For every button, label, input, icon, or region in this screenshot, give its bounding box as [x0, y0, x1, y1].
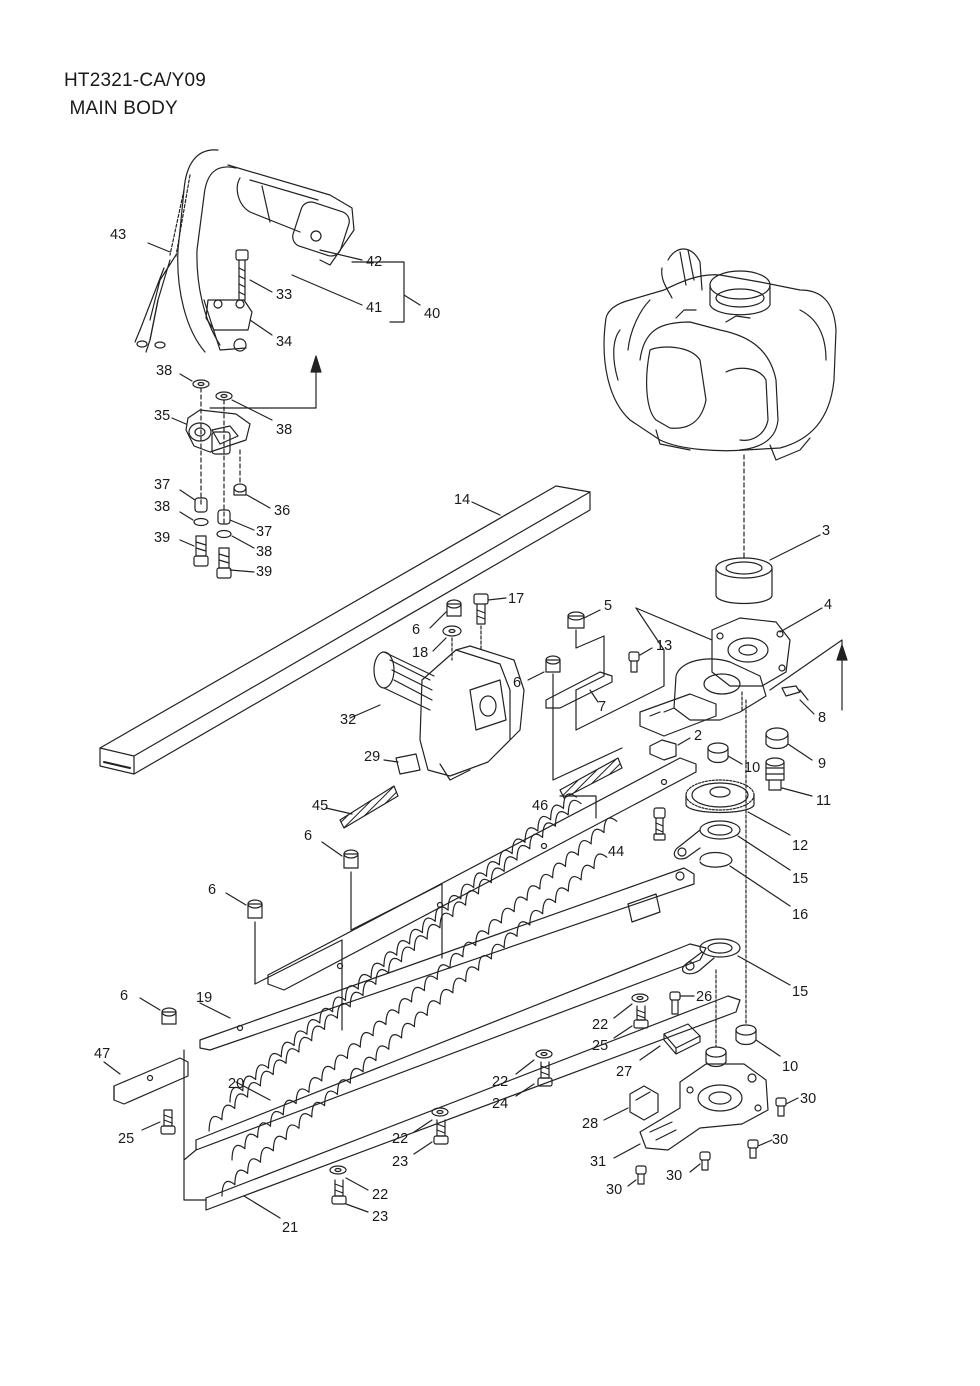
part-label-30: 30 [800, 1091, 816, 1107]
part-label-15: 15 [792, 871, 808, 887]
part-label-37: 37 [256, 524, 272, 540]
rear-handle-assembly [134, 149, 355, 353]
part-label-47: 47 [94, 1046, 110, 1062]
part-label-10: 10 [782, 1059, 798, 1075]
part-label-2: 2 [694, 728, 702, 744]
part-label-19: 19 [196, 990, 212, 1006]
part-label-34: 34 [276, 334, 292, 350]
part-label-39: 39 [256, 564, 272, 580]
part-label-21: 21 [282, 1220, 298, 1236]
diagram-model-title: HT2321-CA/Y09 [64, 70, 207, 91]
part-label-11: 11 [816, 793, 831, 809]
part-label-17: 17 [508, 591, 524, 607]
part-label-24: 24 [492, 1096, 508, 1112]
engine-unit [603, 248, 837, 461]
part-label-44: 44 [608, 844, 624, 860]
part-label-31: 31 [590, 1154, 606, 1170]
part-label-22: 22 [492, 1074, 508, 1090]
part-label-6: 6 [513, 675, 521, 691]
part-label-12: 12 [792, 838, 808, 854]
part-label-28: 28 [582, 1116, 598, 1132]
part-label-13: 13 [656, 638, 672, 654]
part-label-36: 36 [274, 503, 290, 519]
part-label-6: 6 [120, 988, 128, 1004]
part-label-5: 5 [604, 598, 612, 614]
part-number-labels: 43 42 40 41 33 34 38 38 35 37 36 38 37 3… [94, 227, 832, 1236]
part-label-30: 30 [606, 1182, 622, 1198]
part-label-6: 6 [304, 828, 312, 844]
part-label-6: 6 [208, 882, 216, 898]
part-label-3: 3 [822, 523, 830, 539]
part-label-25: 25 [118, 1131, 134, 1147]
part-label-20: 20 [228, 1076, 244, 1092]
part-label-4: 4 [824, 597, 832, 613]
part-label-22: 22 [372, 1187, 388, 1203]
part-label-33: 33 [276, 287, 292, 303]
guide-plate-19 [199, 867, 695, 1051]
part-label-14: 14 [454, 492, 470, 508]
gear-12 [685, 779, 755, 814]
part-label-35: 35 [154, 408, 170, 424]
blade-cover-14 [99, 485, 591, 775]
part-label-25: 25 [592, 1038, 608, 1054]
end-plate-47 [113, 1057, 189, 1105]
part-label-23: 23 [372, 1209, 388, 1225]
lower-gear-case-31 [639, 1063, 769, 1151]
part-label-30: 30 [772, 1132, 788, 1148]
part-label-18: 18 [412, 645, 428, 661]
blade-20 [195, 793, 707, 1151]
blade-21 [205, 817, 741, 1211]
part-label-8: 8 [818, 710, 826, 726]
part-label-46: 46 [532, 798, 548, 814]
part-label-26: 26 [696, 989, 712, 1005]
part-label-38: 38 [276, 422, 292, 438]
part-label-41: 41 [366, 300, 382, 316]
clutch-drum-3 [715, 557, 773, 605]
part-label-37: 37 [154, 477, 170, 493]
part-label-38: 38 [156, 363, 172, 379]
diagram-section-title: MAIN BODY [64, 98, 178, 119]
part-label-38: 38 [154, 499, 170, 515]
part-label-40: 40 [424, 306, 440, 322]
clamp-35 [185, 409, 251, 455]
part-label-45: 45 [312, 798, 328, 814]
part-label-9: 9 [818, 756, 826, 772]
gear-case-4 [639, 617, 791, 737]
bolts-39 [193, 535, 232, 579]
part-label-38: 38 [256, 544, 272, 560]
part-label-29: 29 [364, 749, 380, 765]
part-label-23: 23 [392, 1154, 408, 1170]
part-label-39: 39 [154, 530, 170, 546]
part-label-42: 42 [366, 254, 382, 270]
part-label-22: 22 [392, 1131, 408, 1147]
part-label-32: 32 [340, 712, 356, 728]
part-label-22: 22 [592, 1017, 608, 1033]
part-label-27: 27 [616, 1064, 632, 1080]
front-handle-32 [373, 645, 525, 781]
part-label-6: 6 [412, 622, 420, 638]
part-label-10: 10 [744, 760, 760, 776]
bolt-33 [235, 249, 249, 301]
part-label-30: 30 [666, 1168, 682, 1184]
part-label-43: 43 [110, 227, 126, 243]
part-label-15: 15 [792, 984, 808, 1000]
part-label-16: 16 [792, 907, 808, 923]
part-label-7: 7 [598, 699, 606, 715]
